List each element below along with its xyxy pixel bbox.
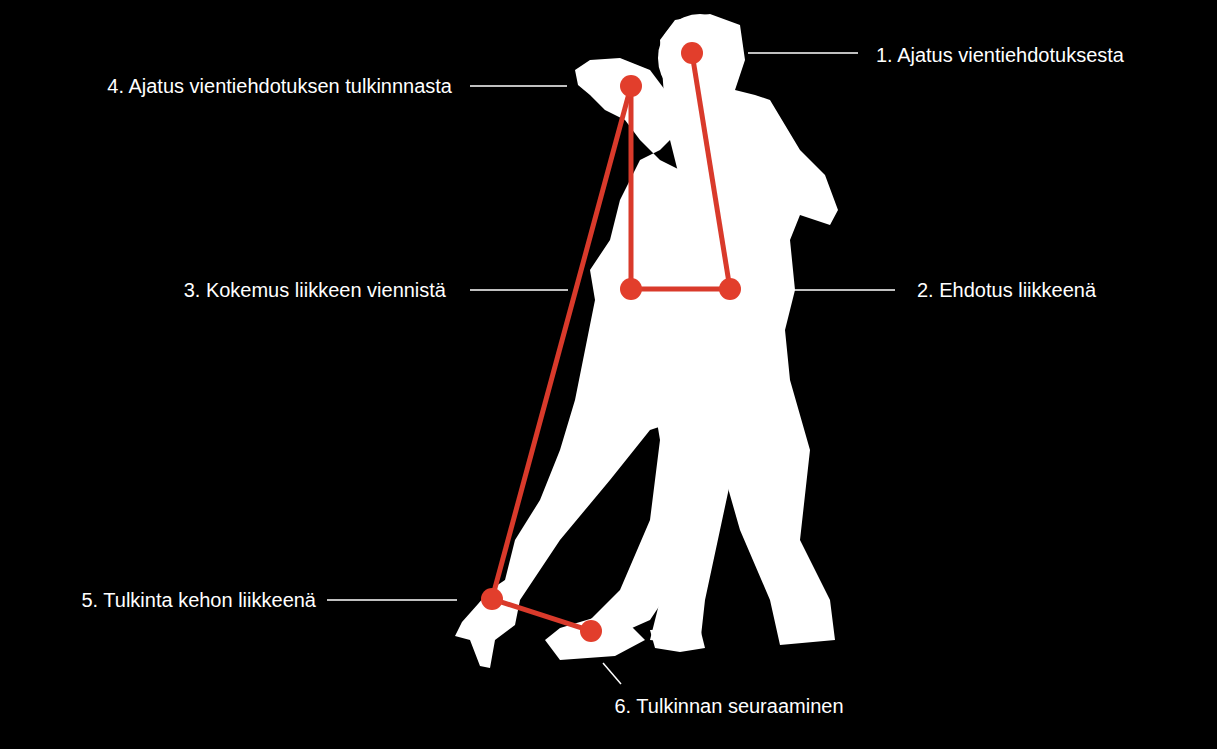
connector-line: [694, 63, 729, 279]
leader-line: [470, 85, 567, 87]
step-label: 6. Tulkinnan seuraaminen: [614, 694, 843, 718]
step-dot: 6. Tulkinnan seuraaminen: [580, 620, 602, 642]
connector-line: [641, 287, 720, 292]
leader-line: [748, 52, 858, 54]
leader-line: [603, 663, 621, 684]
step-dot: 2. Ehdotus liikkeenä: [719, 278, 741, 300]
woman-shoe-front: [650, 628, 705, 652]
step-dot: 3. Kokemus liikkeen viennistä: [620, 278, 642, 300]
connector-line: [629, 96, 634, 279]
step-dot: 4. Ajatus vientiehdotuksen tulkinnnasta: [620, 75, 642, 97]
step-label: 5. Tulkinta kehon liikkeenä: [81, 588, 316, 612]
leader-line: [327, 599, 457, 601]
step-dot: 5. Tulkinta kehon liikkeenä: [481, 588, 503, 610]
step-label: 2. Ehdotus liikkeenä: [917, 278, 1096, 302]
woman-body: [500, 58, 735, 645]
connector-line: [502, 602, 582, 628]
leader-line: [787, 289, 895, 291]
connector-line: [495, 96, 629, 590]
step-label: 3. Kokemus liikkeen viennistä: [184, 278, 446, 302]
step-dot: 1. Ajatus vientiehdotuksesta: [681, 42, 703, 64]
step-label: 1. Ajatus vientiehdotuksesta: [876, 43, 1124, 67]
step-label: 4. Ajatus vientiehdotuksen tulkinnnasta: [107, 74, 452, 98]
woman-shoe: [455, 580, 520, 668]
leader-line: [470, 289, 568, 291]
